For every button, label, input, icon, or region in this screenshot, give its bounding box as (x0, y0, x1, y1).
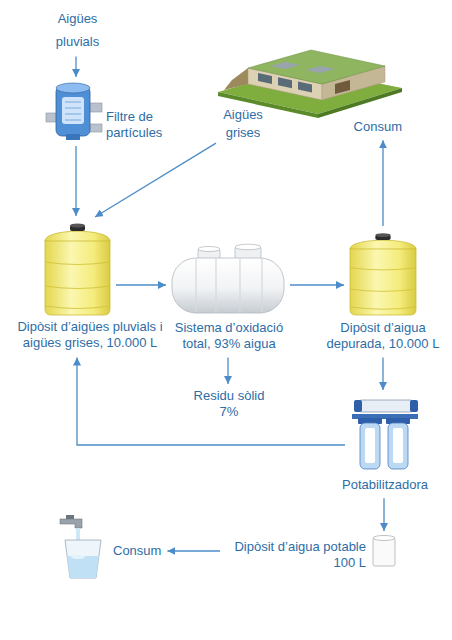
small-tank-picture (373, 536, 395, 567)
glass-node: Consum (58, 515, 110, 580)
node-label: Aigües pluvials (40, 8, 115, 54)
glass-picture (60, 515, 101, 578)
source-label: Aigües pluvials (40, 8, 115, 54)
node-label: Aigües grises (213, 106, 273, 141)
flow-arrow (167, 550, 220, 551)
node-label: Consum (113, 543, 161, 559)
tap (60, 519, 82, 528)
building-node: Consum (215, 48, 402, 114)
filter-mesh (65, 102, 81, 120)
green-roof (248, 50, 385, 84)
reactor-picture (172, 244, 284, 313)
small-tank-node: Dipòsit d’aigua potable 100 L (372, 535, 396, 567)
filter-canister (360, 423, 380, 469)
tap-handle (66, 515, 74, 519)
glass (65, 540, 101, 578)
filter-canister (388, 423, 408, 469)
small-tank-body (373, 538, 395, 566)
filter-cartridge (365, 428, 375, 463)
filter-body (56, 86, 90, 136)
flow-arrow (227, 358, 228, 385)
node-label: Residu sòlid 7% (189, 388, 269, 421)
small-tank-top (373, 536, 395, 541)
filter-foot (66, 134, 80, 140)
node-label: Potabilitzadora (342, 477, 428, 493)
node-label: Dipòsit d’aigües pluvials i aigües grise… (15, 319, 165, 352)
window (278, 77, 292, 88)
filter-window (62, 97, 84, 124)
flow-arrow (95, 143, 216, 217)
uv-lamp (356, 400, 416, 412)
window (298, 82, 312, 93)
splash (71, 555, 85, 559)
flow-arrow (290, 284, 344, 285)
flow-arrow (75, 57, 76, 78)
source-label: Aigües grises (213, 106, 273, 141)
reactor-node: Sistema d’oxidació total, 93% aigua (172, 245, 284, 315)
node-label: Sistema d’oxidació total, 93% aigua (169, 320, 289, 353)
skylight (270, 62, 300, 69)
node-label: Dipòsit d’aigua depurada, 10.000 L (324, 320, 442, 353)
window (258, 73, 272, 84)
purifier-picture (352, 400, 418, 469)
node-label: Dipòsit d’aigua potable 100 L (226, 539, 366, 572)
skylight (305, 66, 335, 73)
reactor-rib (196, 258, 262, 313)
filter-cartridge (393, 428, 403, 463)
filter-picture (46, 83, 102, 140)
tank-node: Dipòsit d’aigües pluvials i aigües grise… (45, 222, 110, 315)
door (335, 80, 350, 94)
flow-arrow (383, 498, 384, 531)
filter-cap (56, 83, 90, 93)
reactor-cap-top (235, 244, 261, 250)
flow-arrow (77, 358, 345, 446)
earth-ramp (224, 68, 248, 90)
purifier-node: Potabilitzadora (350, 395, 420, 473)
flow-arrow (116, 284, 166, 285)
yellow-tank (45, 224, 110, 316)
reactor-cap-top (198, 247, 220, 252)
filter-node: Filtre de partícules (45, 80, 103, 142)
node-label: Consum (354, 119, 402, 135)
flow-arrow (382, 140, 383, 226)
uv-cap (354, 400, 362, 412)
reactor-body (172, 258, 284, 313)
flow-arrow (382, 358, 383, 391)
uv-cap (410, 400, 418, 412)
tank-node: Dipòsit d’aigua depurada, 10.000 L (350, 232, 416, 315)
node-label: Filtre de partícules (106, 109, 170, 142)
flow-arrow (75, 146, 76, 216)
glass-water (67, 556, 99, 578)
yellow-tank (350, 233, 416, 315)
waste-label: Residu sòlid 7% (189, 388, 269, 421)
